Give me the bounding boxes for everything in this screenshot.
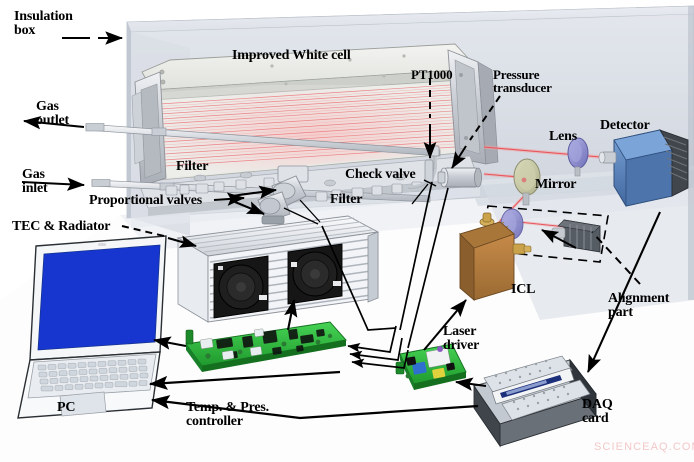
label-daq-card: DAQ card [582, 397, 613, 427]
label-insulation-box: Insulation box [14, 9, 73, 39]
label-icl: ICL [511, 282, 536, 297]
lens-optic [567, 137, 589, 177]
label-detector: Detector [600, 118, 650, 133]
proportional-valves-body [257, 165, 309, 225]
improved-white-cell [131, 43, 499, 216]
beam-to-detector [483, 145, 613, 160]
leader-arrows [21, 31, 661, 420]
label-filter-left: Filter [176, 159, 209, 174]
label-laser-driver: Laser driver [443, 324, 480, 354]
label-alignment-part: Alignment part [608, 291, 670, 321]
daq-card-body [473, 355, 597, 448]
pc-laptop [17, 235, 167, 419]
label-temp-pres-controller: Temp. & Pres. controller [186, 400, 269, 430]
label-lens: Lens [549, 129, 577, 144]
label-filter-right: Filter [330, 192, 363, 207]
label-gas-outlet: Gas outlet [36, 99, 70, 129]
label-pt1000: PT1000 [411, 67, 453, 82]
label-tec-radiator: TEC & Radiator [12, 219, 111, 234]
label-pc: PC [57, 400, 76, 415]
icl-body [459, 212, 532, 301]
radiator-fan-2 [287, 243, 343, 305]
radiator-fan-1 [213, 255, 269, 319]
label-improved-white-cell: Improved White cell [232, 48, 351, 63]
laser-driver-board [395, 343, 467, 390]
mirror-optic [513, 158, 541, 206]
label-check-valve: Check valve [345, 167, 416, 182]
pt1000-probe [424, 159, 434, 183]
watermark: SCIENCEAQ.COM [594, 441, 694, 453]
temp-pres-controller-board [185, 321, 347, 372]
label-pressure-transducer: Pressure transducer [493, 67, 552, 96]
pressure-transducer-body [437, 167, 482, 188]
label-proportional-valves: Proportional valves [89, 193, 202, 208]
label-mirror: Mirror [535, 177, 577, 192]
label-gas-inlet: Gas inlet [22, 167, 48, 197]
gas-manifold [165, 145, 482, 225]
detector-body [598, 129, 689, 207]
optical-path [483, 129, 689, 236]
